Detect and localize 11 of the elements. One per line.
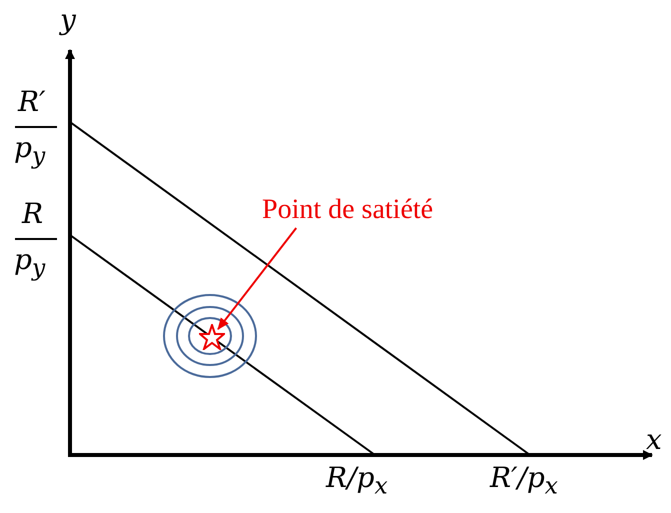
fraction-numerator: R xyxy=(22,198,44,230)
axis-label: y xyxy=(60,4,76,36)
fraction-denominator: p$_{y}$ xyxy=(14,132,46,172)
fraction-denominator: p$_{y}$ xyxy=(14,244,46,284)
leader-arrow xyxy=(217,227,297,330)
fraction-numerator: R′ xyxy=(18,86,46,118)
intercept-label: R/p$_{x}$ xyxy=(326,462,388,502)
star-marker xyxy=(199,324,225,350)
intercept-label: R′/p$_{x}$ xyxy=(490,462,558,502)
annotation-label: Point de satiété xyxy=(262,194,434,226)
axis-label: x xyxy=(646,424,662,456)
